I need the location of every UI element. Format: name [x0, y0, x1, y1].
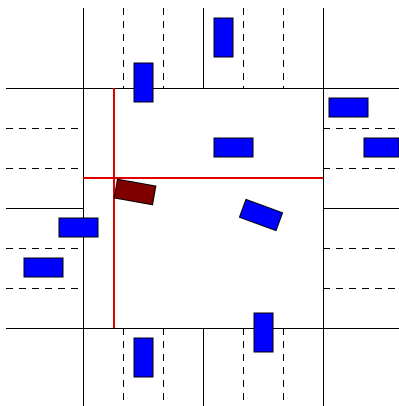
- car-south-right: [253, 312, 274, 353]
- ego-car: [113, 178, 157, 206]
- car-west-lower: [23, 257, 64, 278]
- car-north-far: [213, 17, 234, 58]
- car-south-left: [133, 337, 154, 378]
- car-north-near: [133, 62, 154, 103]
- vehicles: [23, 17, 399, 378]
- car-center-upper: [213, 137, 254, 158]
- car-west-upper: [58, 217, 99, 238]
- car-east-lower: [363, 137, 399, 158]
- car-east-upper: [328, 97, 369, 118]
- route-lines: [83, 88, 323, 328]
- car-center-rotated: [238, 198, 284, 232]
- lane-markings: [6, 8, 399, 406]
